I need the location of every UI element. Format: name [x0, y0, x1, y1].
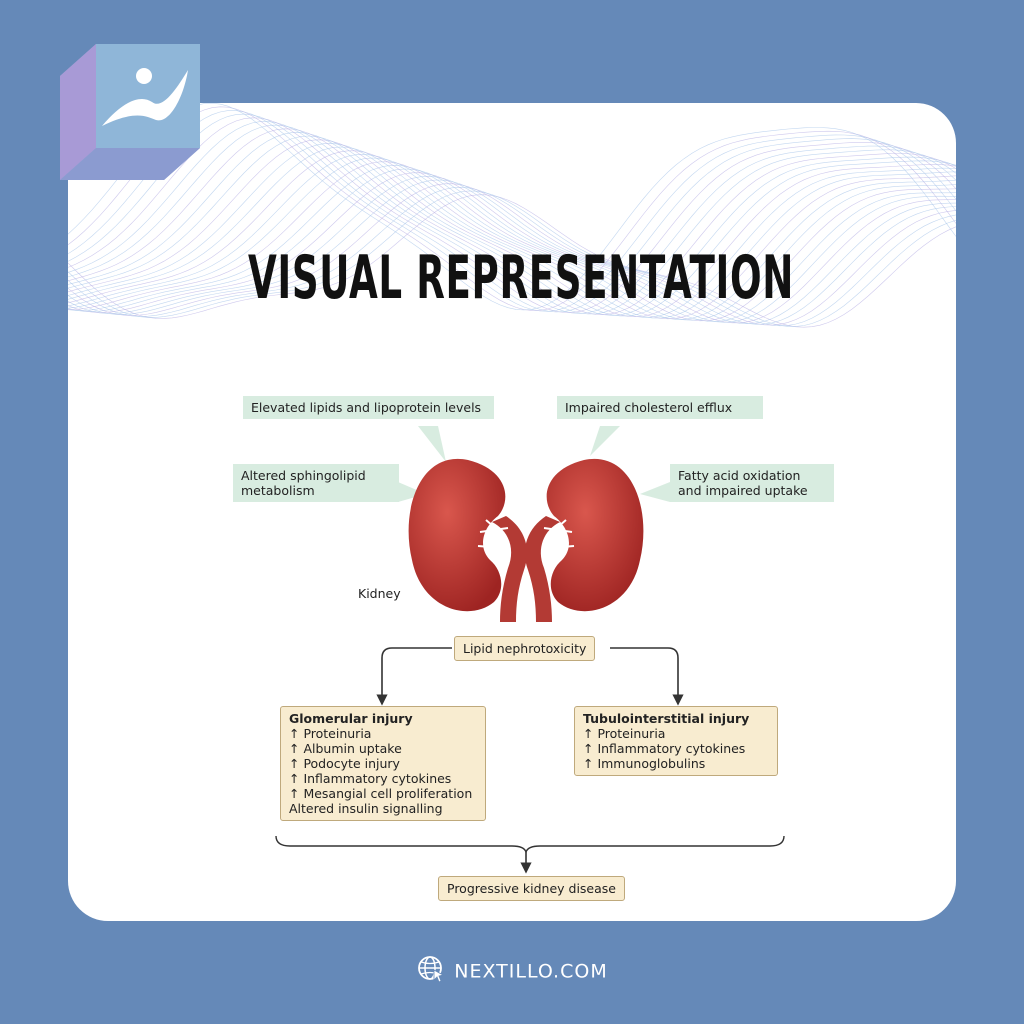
callout-pointer — [418, 426, 446, 462]
tubulo-heading: Tubulointerstitial injury — [583, 711, 750, 726]
footer: NEXTILLO.COM — [0, 954, 1024, 989]
arrow-to-glomerular — [376, 647, 452, 706]
content-card: VISUAL REPRESENTATION — [68, 103, 956, 921]
page-title: VISUAL REPRESENTATION — [247, 243, 795, 313]
wave-lines-decoration — [68, 103, 956, 328]
list-item: ↑ Proteinuria — [583, 726, 666, 741]
list-item: ↑ Inflammatory cytokines — [583, 741, 746, 756]
globe-cursor-icon — [416, 954, 446, 989]
merge-brace — [275, 835, 785, 855]
lipid-nephrotoxicity-box: Lipid nephrotoxicity — [454, 636, 596, 661]
glomerular-injury-box: Glomerular injury ↑ Proteinuria ↑ Albumi… — [280, 706, 486, 821]
factor-sphingolipid: Altered sphingolipid metabolism — [233, 464, 399, 502]
callout-pointer — [398, 482, 426, 502]
list-item: ↑ Inflammatory cytokines — [289, 771, 452, 786]
tubulointerstitial-injury-box: Tubulointerstitial injury ↑ Proteinuria … — [574, 706, 778, 776]
progressive-kidney-disease-box: Progressive kidney disease — [438, 876, 625, 901]
kidney-label: Kidney — [358, 586, 401, 601]
list-item: ↑ Mesangial cell proliferation — [289, 786, 473, 801]
list-item: ↑ Albumin uptake — [289, 741, 402, 756]
footer-site-link[interactable]: NEXTILLO.COM — [454, 960, 608, 983]
right-kidney-icon — [524, 458, 644, 622]
list-item: Altered insulin signalling — [289, 801, 443, 816]
arrow-to-tubulo — [610, 647, 684, 706]
list-item: ↑ Immunoglobulins — [583, 756, 706, 771]
factor-fatty-acid: Fatty acid oxidation and impaired uptake — [670, 464, 834, 502]
factor-elevated-lipids: Elevated lipids and lipoprotein levels — [243, 396, 494, 419]
callout-pointer — [590, 426, 620, 456]
list-item: ↑ Proteinuria — [289, 726, 372, 741]
glomerular-heading: Glomerular injury — [289, 711, 413, 726]
brand-logo-cube — [60, 44, 200, 180]
left-kidney-icon — [408, 458, 528, 622]
list-item: ↑ Podocyte injury — [289, 756, 400, 771]
callout-pointer — [640, 482, 670, 502]
factor-cholesterol-efflux: Impaired cholesterol efflux — [557, 396, 763, 419]
